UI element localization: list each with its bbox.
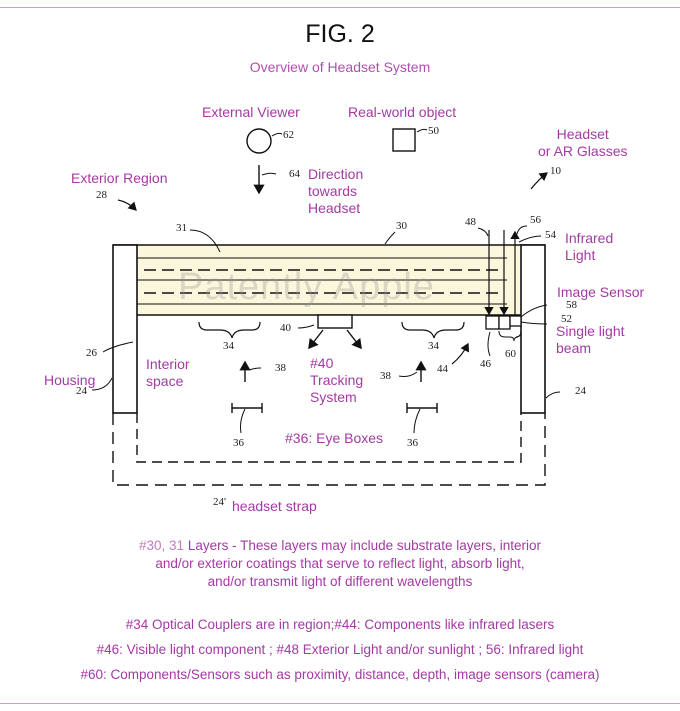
numeral-31: 31	[176, 222, 187, 234]
headset-strap-label: headset strap	[232, 498, 317, 514]
numeral-48: 48	[465, 216, 476, 228]
bottom-border	[0, 703, 680, 704]
coupler-brace-right	[401, 321, 465, 339]
image-sensor-block	[498, 315, 511, 330]
numeral-64: 64	[289, 168, 300, 180]
numeral-34-right: 34	[428, 340, 439, 352]
layers-note-text: Layers - These layers may include substr…	[155, 538, 541, 589]
numeral-60: 60	[505, 348, 516, 360]
numeral-24-right: 24	[575, 385, 586, 397]
single-light-beam-label: Single light beam	[556, 323, 625, 356]
housing-left	[112, 244, 138, 414]
top-border	[0, 7, 680, 8]
real-world-object-label: Real-world object	[348, 104, 457, 120]
tracking-system-label: #40 Tracking System	[310, 355, 364, 405]
infrared-source-block	[509, 315, 522, 327]
layers-note-prefix: #30, 31	[139, 538, 185, 553]
numeral-56: 56	[530, 214, 541, 226]
numeral-58: 58	[566, 299, 577, 311]
figure-title: FIG. 2	[305, 20, 375, 48]
housing-label: Housing	[44, 372, 96, 388]
coupler-brace-left	[198, 321, 261, 339]
headset-label: Headset or AR Glasses	[538, 126, 628, 159]
housing-right	[520, 244, 546, 414]
numeral-28: 28	[96, 189, 107, 201]
numeral-52: 52	[561, 313, 572, 325]
note-line-3: #60: Components/Sensors such as proximit…	[80, 667, 600, 682]
tracking-system-block	[317, 314, 353, 329]
numeral-34-left: 34	[223, 340, 234, 352]
external-viewer-circle	[246, 128, 272, 154]
image-sensor-label: Image Sensor	[557, 284, 645, 300]
numeral-44: 44	[437, 363, 448, 375]
numeral-36-right: 36	[407, 437, 418, 449]
visible-light-component	[485, 315, 500, 330]
headset-strap-dashed	[112, 413, 546, 486]
note-line-2: #46: Visible light component ; #48 Exter…	[96, 642, 584, 657]
numeral-30: 30	[396, 220, 407, 232]
numeral-36-left: 36	[233, 437, 244, 449]
external-viewer-label: External Viewer	[202, 104, 300, 120]
direction-label: Direction towards Headset	[308, 166, 364, 216]
numeral-62: 62	[283, 129, 294, 141]
numeral-50: 50	[428, 125, 439, 137]
real-world-object-square	[392, 128, 416, 152]
numeral-26: 26	[86, 347, 97, 359]
layers-note: #30, 31 Layers - These layers may includ…	[0, 537, 680, 591]
numeral-10: 10	[550, 165, 561, 177]
infrared-light-label: Infrared Light	[565, 230, 614, 263]
interior-space-label: Interior space	[146, 356, 190, 389]
numeral-24-prime: 24'	[213, 496, 226, 508]
eye-boxes-label: #36: Eye Boxes	[285, 430, 384, 446]
numeral-54: 54	[545, 229, 556, 241]
numeral-38-right: 38	[380, 370, 391, 382]
watermark: Patently Apple	[178, 266, 435, 308]
note-line-1: #34 Optical Couplers are in region;#44: …	[125, 617, 555, 632]
exterior-region-label: Exterior Region	[71, 170, 168, 186]
numeral-24-left: 24	[76, 385, 87, 397]
interior-dashed	[136, 413, 522, 463]
figure-subtitle: Overview of Headset System	[249, 59, 431, 75]
numeral-38-left: 38	[275, 362, 286, 374]
numeral-46: 46	[480, 358, 491, 370]
numeral-40: 40	[280, 322, 291, 334]
